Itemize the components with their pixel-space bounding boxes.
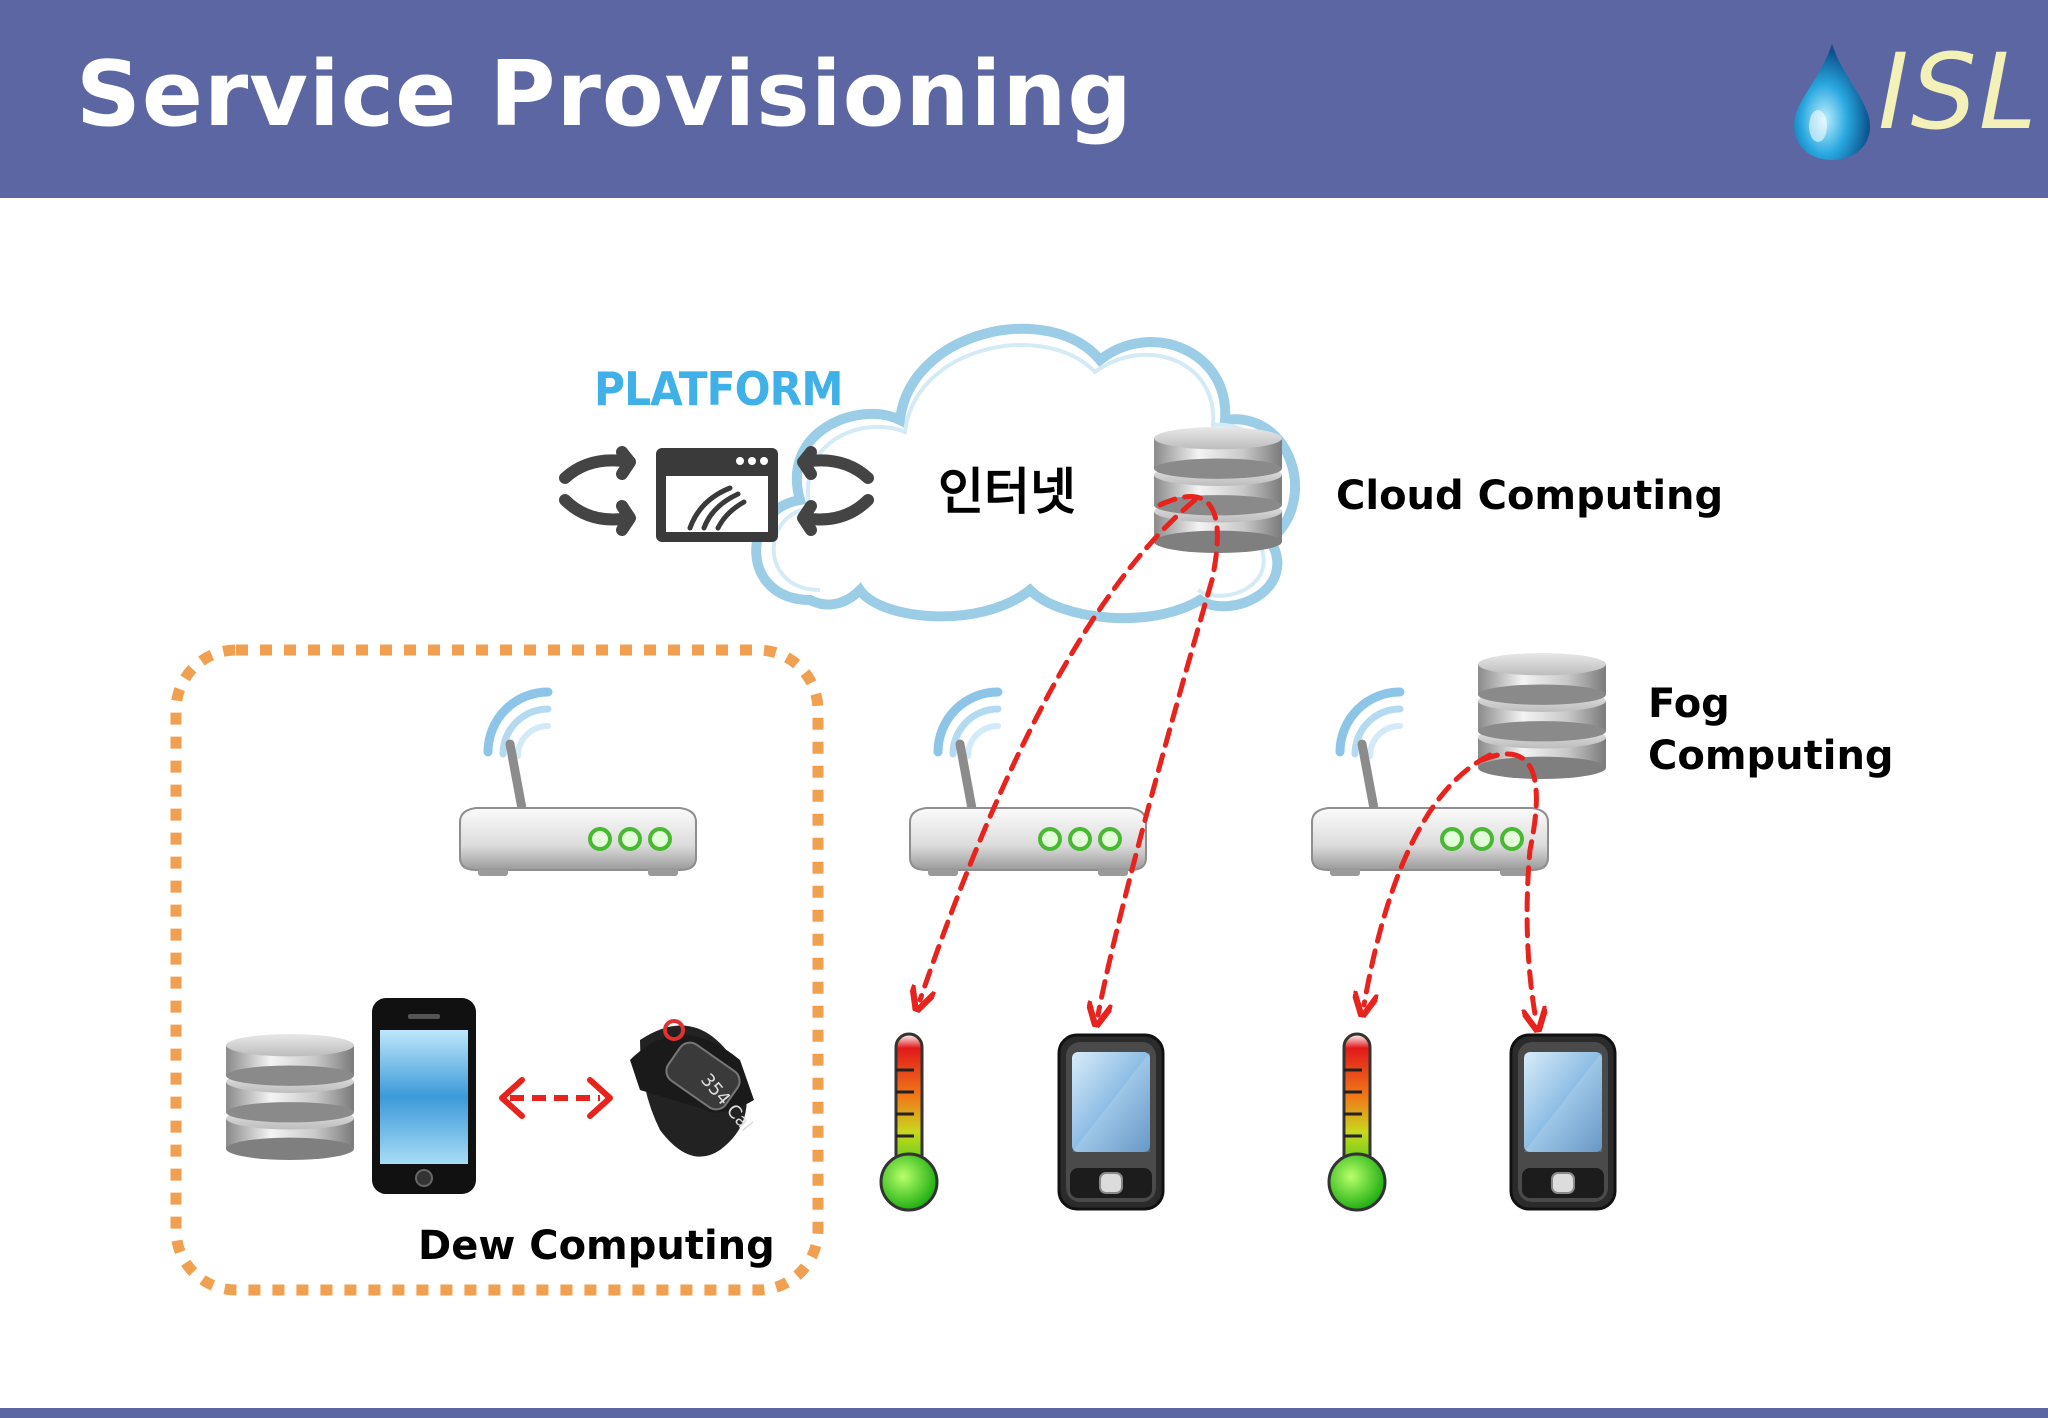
- database-icon: [226, 1034, 354, 1160]
- dew-computing-boundary: [170, 644, 824, 1296]
- platform-label: PLATFORM: [594, 362, 843, 416]
- dew-computing-label: Dew Computing: [418, 1223, 775, 1269]
- arrow-fog-to-thermometer: [1364, 752, 1493, 1005]
- header-bar: [0, 0, 2048, 198]
- pda-icon: [1057, 1033, 1165, 1211]
- page-title: Service Provisioning: [76, 42, 1133, 147]
- database-icon: [1478, 653, 1606, 779]
- wifi-router-icon: [460, 692, 696, 876]
- thermometer-icon: [1327, 1032, 1387, 1212]
- wifi-router-icon: [910, 692, 1146, 876]
- smartwatch-icon: 354 Cal: [630, 1019, 756, 1157]
- thermometer-icon: [879, 1032, 939, 1212]
- fog-computing-label-line1: Fog: [1648, 681, 1730, 727]
- provisioning-arrows: [920, 494, 1536, 1020]
- internet-label: 인터넷: [938, 463, 1076, 521]
- arrow-cloud-to-thermometer: [920, 497, 1198, 1000]
- arrow-fog-to-pda: [1479, 751, 1536, 1020]
- logo-text: ISL: [1878, 31, 2039, 153]
- pda-icon: [1509, 1033, 1617, 1211]
- water-drop-icon: [1794, 44, 1870, 160]
- smartphone-icon: [372, 998, 476, 1194]
- fog-computing-label-line2: Computing: [1648, 733, 1894, 779]
- cloud-computing-label: Cloud Computing: [1336, 473, 1724, 519]
- dew-sync-arrow: [499, 1077, 613, 1119]
- platform-icon: [559, 446, 874, 542]
- footer-bar: [0, 1408, 2048, 1418]
- arrow-cloud-to-pda: [1098, 494, 1220, 1015]
